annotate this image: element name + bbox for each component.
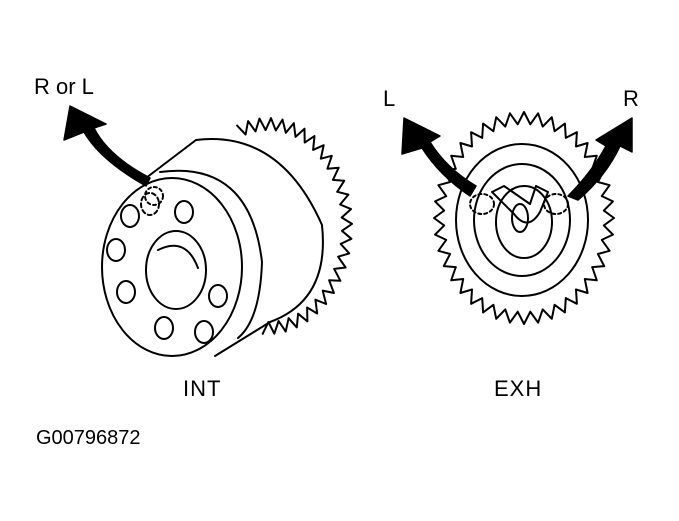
exhaust-hub-ring (473, 163, 571, 277)
exhaust-left-arrow (401, 117, 477, 197)
exhaust-sprocket-teeth (433, 111, 615, 325)
exhaust-hub-inner (495, 185, 553, 259)
intake-sprocket (101, 117, 353, 357)
exhaust-slot (511, 203, 529, 233)
exhaust-hub-outer (455, 143, 589, 297)
exhaust-timing-mark-left (469, 193, 495, 215)
exhaust-sprocket (433, 111, 615, 325)
intake-bore-inner (157, 244, 199, 269)
intake-arrow-label: R or L (34, 74, 94, 99)
intake-label: INT (183, 376, 222, 401)
intake-timing-mark (144, 186, 164, 206)
intake-front-face (101, 177, 243, 357)
intake-sprocket-teeth (236, 117, 353, 335)
exhaust-label: EXH (494, 376, 543, 401)
intake-drum-body (145, 138, 324, 357)
exhaust-right-arrow (567, 117, 633, 201)
exhaust-timing-mark-right (543, 193, 569, 215)
exhaust-left-arrow-label: L (383, 86, 396, 111)
intake-bolt-holes (106, 192, 228, 344)
exhaust-pin (491, 185, 549, 224)
figure-code: G00796872 (36, 427, 141, 449)
intake-drum-rim (159, 169, 263, 339)
exhaust-right-arrow-label: R (623, 86, 639, 111)
intake-center-bore (145, 230, 207, 310)
intake-arrow (63, 105, 151, 187)
